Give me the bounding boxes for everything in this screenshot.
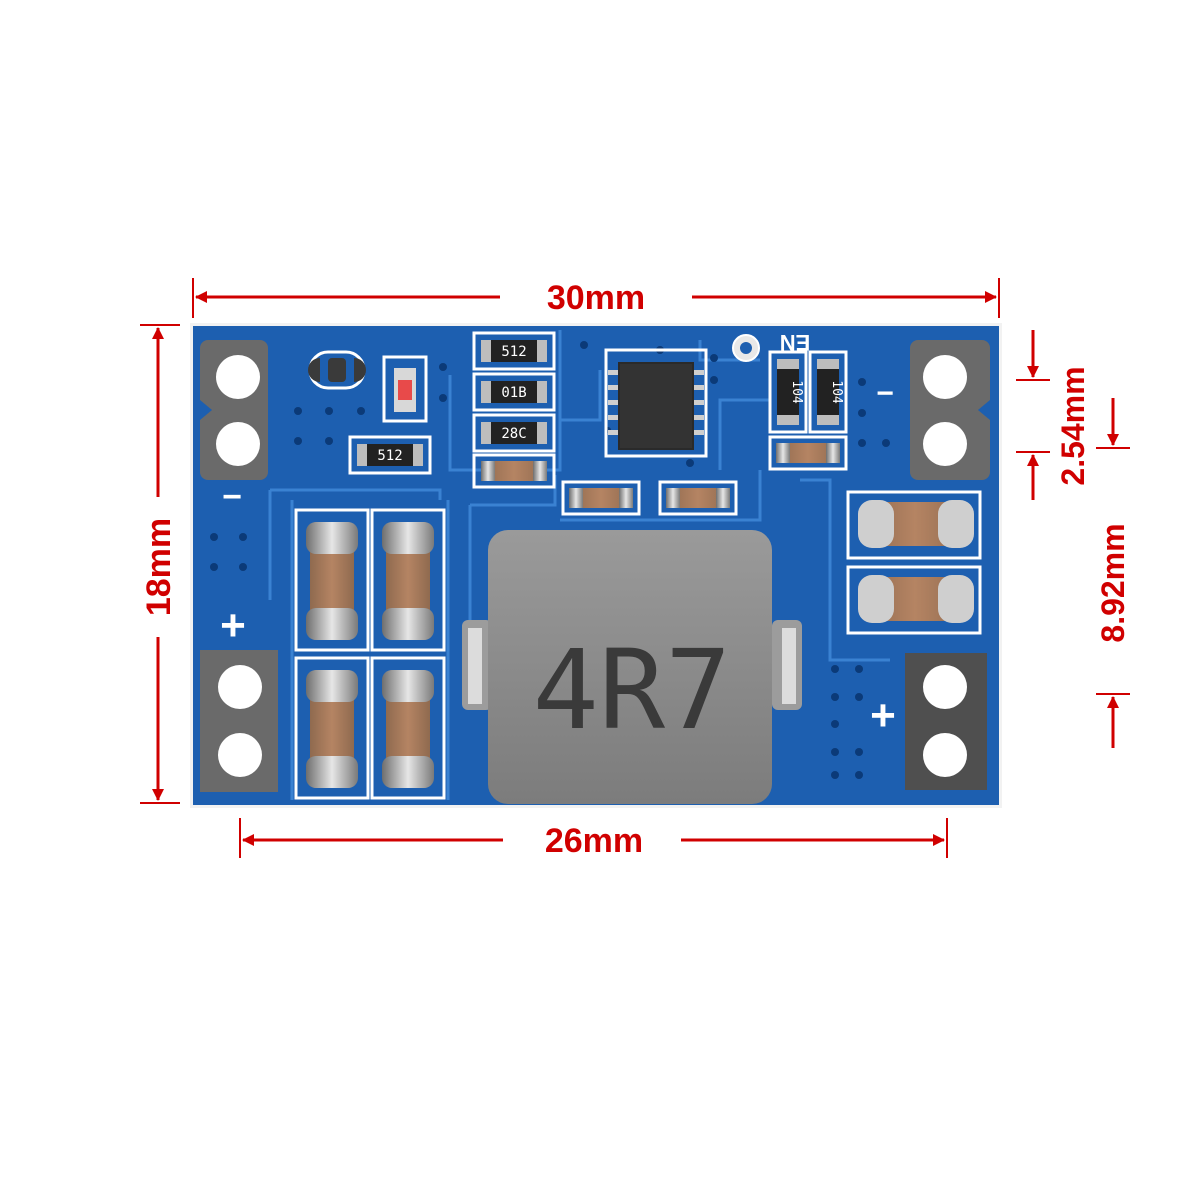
inductor-marking: 4R7 [533, 626, 732, 754]
input-pins-bottom [200, 650, 278, 792]
input-capacitor-4 [370, 656, 446, 800]
resistor-r6-marking: 104 [829, 380, 844, 404]
power-inductor: 4R7 [462, 530, 802, 804]
capacitor-c-small-2 [561, 480, 641, 516]
dimension-top-30mm: 30mm [192, 278, 1000, 318]
resistor-r5-marking: 104 [789, 380, 804, 404]
input-plus-label: + [220, 601, 246, 650]
output-plus-label: + [870, 691, 896, 740]
input-capacitor-1 [294, 508, 370, 652]
output-capacitor-2 [846, 565, 982, 635]
dimension-label-pin-group-spacing: 8.92mm [1095, 523, 1131, 642]
resistor-r2-marking: 01B [501, 385, 526, 401]
resistor-r3-marking: 28C [501, 426, 526, 442]
dimension-left-18mm: 18mm [140, 324, 180, 804]
resistor-r5: 104 [768, 350, 808, 434]
output-minus-label: − [876, 377, 894, 410]
resistor-r2: 01B [472, 372, 556, 412]
resistor-r1-marking: 512 [501, 344, 526, 360]
input-capacitor-2 [370, 508, 446, 652]
dimension-label-height: 18mm [140, 518, 178, 616]
dimension-bottom-26mm: 26mm [239, 818, 948, 860]
dimension-label-total-width: 30mm [547, 279, 645, 317]
input-pins-top [200, 340, 268, 480]
output-pins-top [910, 340, 990, 480]
regulator-ic [604, 348, 708, 458]
capacitor-c-small-3 [658, 480, 738, 516]
resistor-r3: 28C [472, 413, 556, 453]
dimension-right-8-92mm: 8.92mm [1095, 398, 1131, 748]
output-capacitor-1 [846, 490, 982, 560]
resistor-r4-marking: 512 [377, 448, 402, 464]
capacitor-c-small-1 [472, 453, 556, 489]
resistor-r6: 104 [808, 350, 848, 434]
solder-jumper [308, 350, 366, 390]
dimension-right-2-54mm: 2.54mm [1016, 330, 1091, 500]
output-pins-bottom [905, 653, 987, 790]
input-capacitor-3 [294, 656, 370, 800]
resistor-r4: 512 [348, 435, 432, 475]
dimension-label-pin-pitch: 2.54mm [1055, 366, 1091, 485]
input-minus-label: − [222, 478, 242, 516]
dimension-label-inner-width: 26mm [545, 822, 643, 860]
resistor-r1: 512 [472, 331, 556, 371]
led-indicator [382, 355, 428, 423]
capacitor-c-small-4 [768, 435, 848, 471]
